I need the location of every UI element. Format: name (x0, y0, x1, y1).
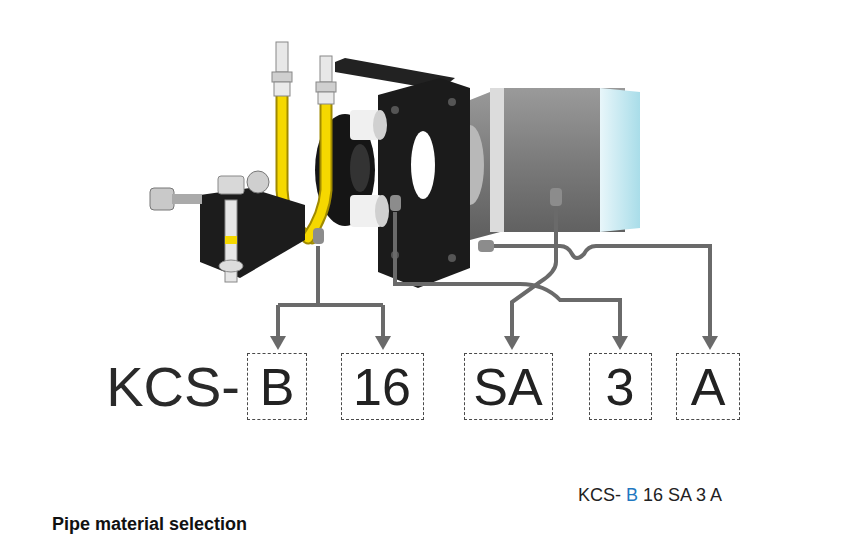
leader-line (278, 207, 710, 338)
code-box: A (676, 353, 740, 420)
stepper-motor (456, 88, 640, 240)
model-prefix: KCS- (106, 354, 240, 419)
code-text: 16 (353, 361, 411, 413)
caption: Pipe material selection (52, 514, 247, 535)
code-text: B (260, 361, 295, 413)
code-text: A (691, 361, 726, 413)
code-box: SA (464, 353, 553, 420)
tube-fittings (272, 42, 336, 104)
code-text: SA (473, 361, 542, 413)
code-text: 3 (606, 361, 635, 413)
code-box: B (247, 353, 307, 420)
mounting-bracket (335, 58, 470, 288)
code-box: 3 (589, 353, 652, 420)
model-code: KCS- (578, 485, 621, 506)
arrow-head (270, 336, 718, 350)
pointer-hand (313, 188, 562, 252)
highlight-letter: B (626, 485, 638, 506)
model-code: 16 SA 3 A (643, 485, 722, 506)
code-box: 16 (341, 353, 424, 420)
tube-clamp (150, 171, 305, 282)
